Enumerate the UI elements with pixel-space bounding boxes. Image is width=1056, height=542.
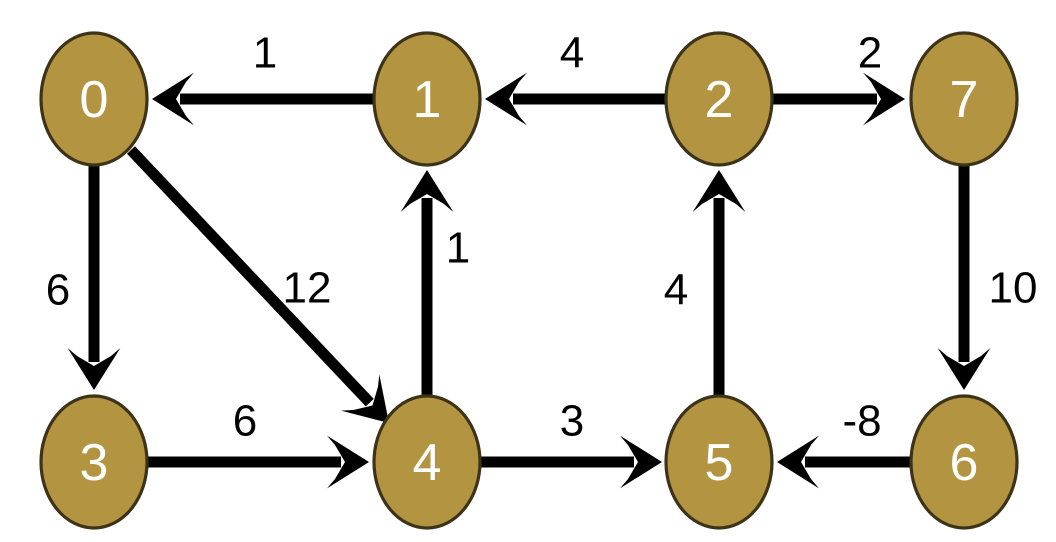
edge-weight-label-0-4: 12 [283, 264, 332, 313]
graph-node-7[interactable]: 7 [909, 31, 1019, 167]
node-label-3: 3 [80, 434, 109, 492]
arrowhead-6-to-5 [777, 435, 819, 489]
edge-weight-label-1-0: 1 [253, 29, 277, 78]
node-shape-7[interactable] [909, 31, 1019, 167]
arrowhead-2-to-7 [863, 72, 905, 126]
arrowhead-0-to-4 [341, 374, 389, 423]
node-shape-2[interactable] [664, 31, 774, 167]
node-label-1: 1 [413, 71, 442, 129]
graph-node-5[interactable]: 5 [664, 394, 774, 530]
node-shape-6[interactable] [909, 394, 1019, 530]
arrowhead-2-to-1 [485, 72, 527, 126]
node-shape-3[interactable] [39, 394, 149, 530]
arrowhead-7-to-6 [937, 348, 991, 390]
node-label-7: 7 [950, 71, 979, 129]
node-shape-1[interactable] [372, 31, 482, 167]
node-label-0: 0 [80, 71, 109, 129]
node-label-5: 5 [705, 434, 734, 492]
graph-node-6[interactable]: 6 [909, 394, 1019, 530]
arrowhead-0-to-3 [67, 348, 121, 390]
arrowhead-3-to-4 [327, 435, 369, 489]
graph-node-0[interactable]: 0 [39, 31, 149, 167]
node-shape-0[interactable] [39, 31, 149, 167]
edge-weight-label-5-2: 4 [664, 266, 688, 315]
edge-0-to-4 [127, 146, 374, 407]
edge-weight-label-4-1: 1 [446, 224, 470, 273]
graph-node-3[interactable]: 3 [39, 394, 149, 530]
edges-layer [67, 72, 991, 489]
node-shape-5[interactable] [664, 394, 774, 530]
edge-weight-label-4-5: 3 [560, 397, 584, 446]
arrowhead-4-to-1 [400, 170, 454, 212]
edge-weight-label-2-7: 2 [858, 29, 882, 78]
node-label-6: 6 [950, 434, 979, 492]
edge-weight-label-0-3: 6 [46, 266, 70, 315]
edge-weight-label-2-1: 4 [560, 29, 584, 78]
graph-node-1[interactable]: 1 [372, 31, 482, 167]
edge-weight-label-7-6: 10 [989, 264, 1038, 313]
node-label-4: 4 [413, 434, 442, 492]
node-shape-4[interactable] [372, 394, 482, 530]
graph-node-4[interactable]: 4 [372, 394, 482, 530]
graph-node-2[interactable]: 2 [664, 31, 774, 167]
edge-weight-label-6-5: -8 [842, 397, 881, 446]
node-label-2: 2 [705, 71, 734, 129]
edge-weight-label-3-4: 6 [233, 397, 257, 446]
arrowhead-1-to-0 [152, 72, 194, 126]
arrowhead-5-to-2 [692, 170, 746, 212]
arrowhead-4-to-5 [620, 435, 662, 489]
